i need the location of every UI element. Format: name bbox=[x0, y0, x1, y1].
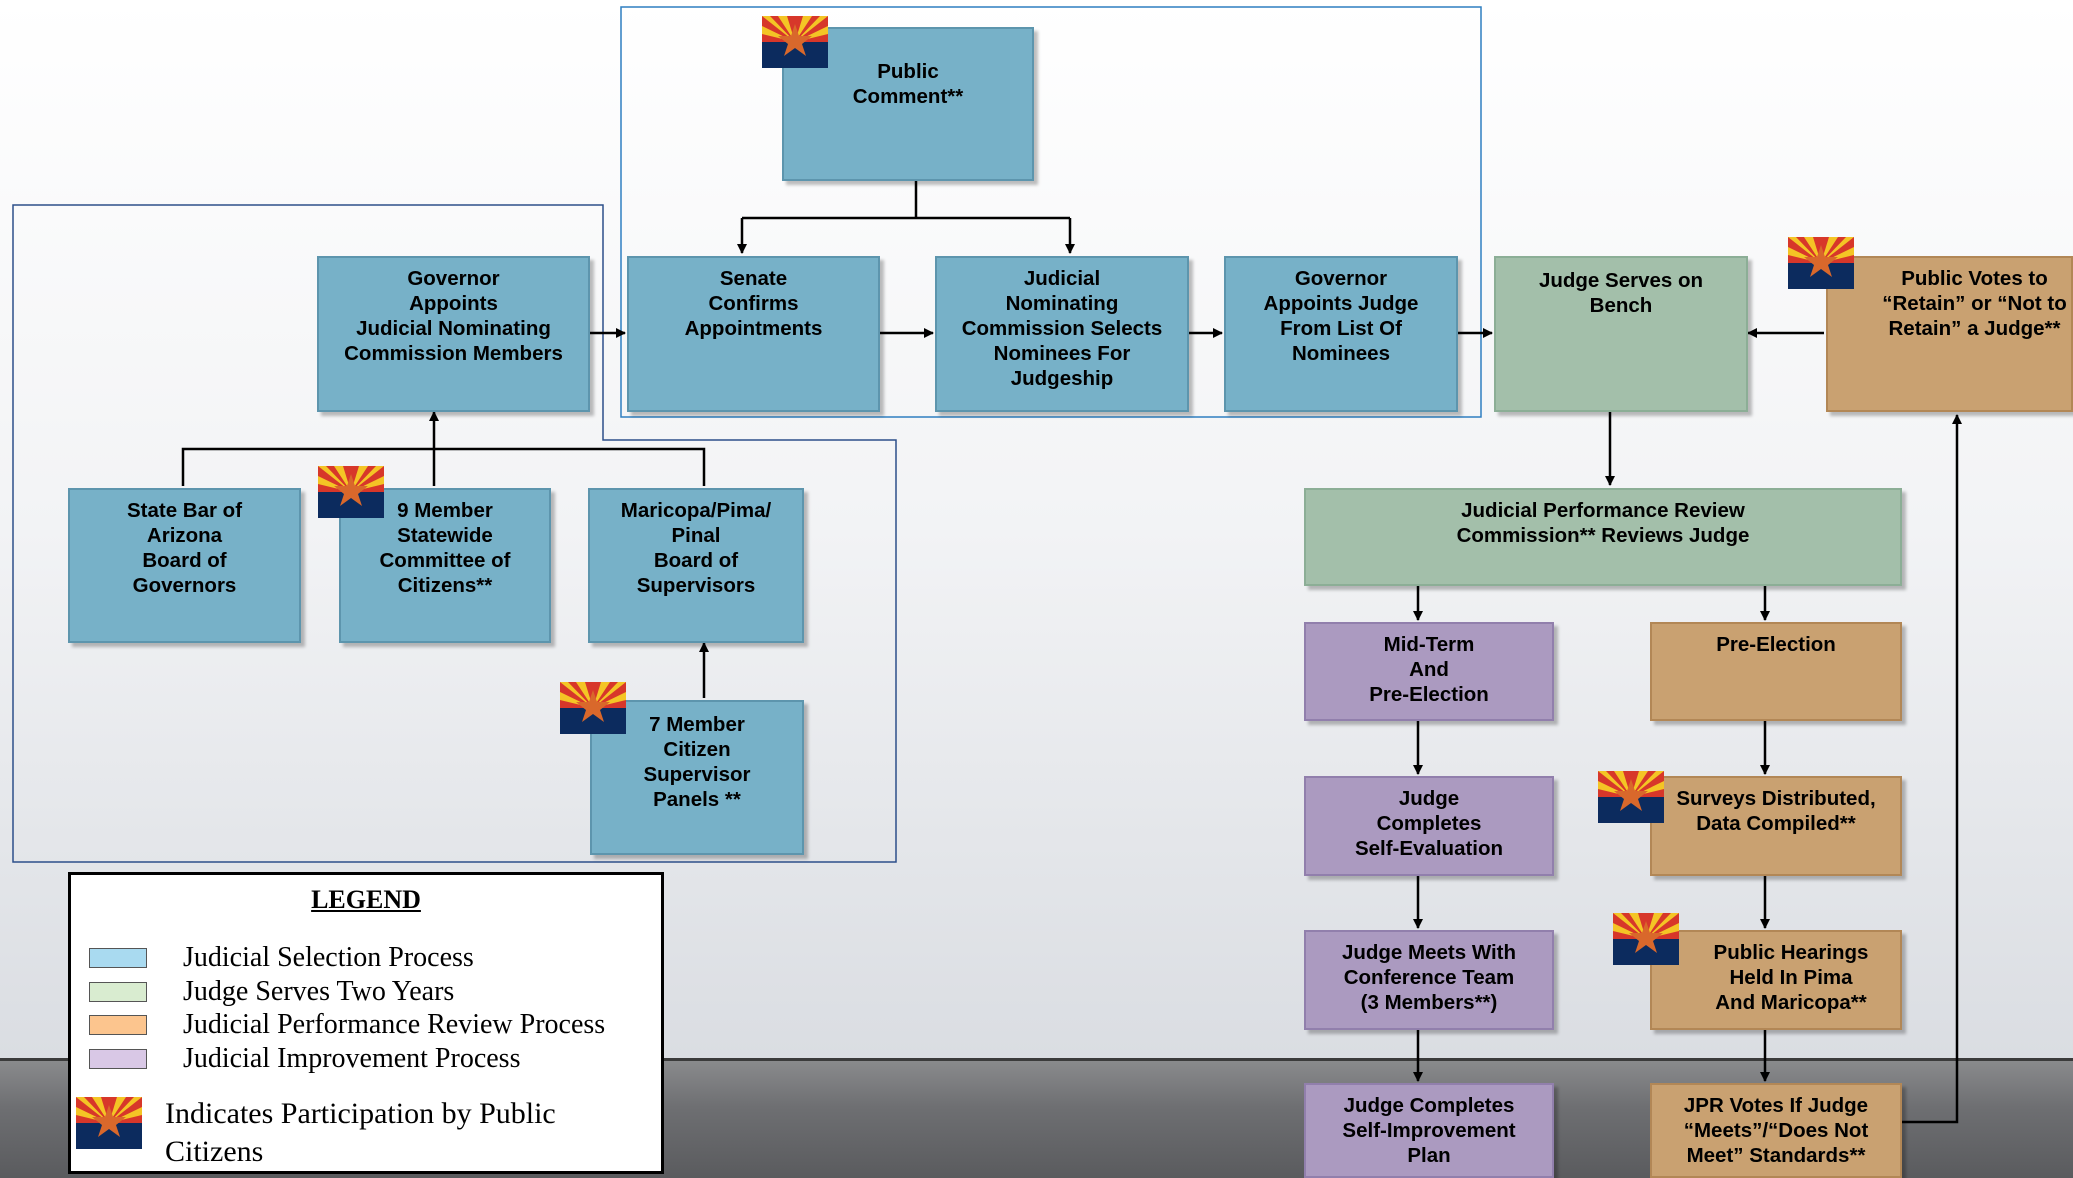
arizona-flag-icon bbox=[1613, 913, 1679, 965]
legend-swatch-selection bbox=[89, 948, 147, 968]
arrow-jprvotes-to-publicvote bbox=[1902, 414, 1962, 1124]
judge-serves-box: Judge Serves on Bench bbox=[1494, 256, 1748, 412]
arizona-flag-icon bbox=[560, 682, 626, 734]
surveys-box: Surveys Distributed, Data Compiled** bbox=[1650, 776, 1902, 876]
floor-divider bbox=[0, 1058, 2073, 1061]
legend-item-review: Judicial Performance Review Process bbox=[89, 1010, 605, 1040]
legend-item-label: Judicial Performance Review Process bbox=[183, 1009, 606, 1040]
self-evaluation-box: Judge Completes Self-Evaluation bbox=[1304, 776, 1554, 876]
legend-title: LEGEND bbox=[311, 885, 421, 914]
jpr-votes-box: JPR Votes If Judge “Meets”/“Does Not Mee… bbox=[1650, 1083, 1902, 1178]
public-hearings-box: Public Hearings Held In Pima And Maricop… bbox=[1650, 930, 1902, 1030]
arizona-flag-icon bbox=[1598, 771, 1664, 823]
arizona-flag-icon bbox=[762, 16, 828, 68]
jnc-selects-nominees-box: Judicial Nominating Commission Selects N… bbox=[935, 256, 1189, 412]
arizona-flag-icon bbox=[1788, 237, 1854, 289]
self-improvement-box: Judge Completes Self-Improvement Plan bbox=[1304, 1083, 1554, 1178]
legend-item-label: Judicial Improvement Process bbox=[183, 1043, 521, 1074]
conference-team-box: Judge Meets With Conference Team (3 Memb… bbox=[1304, 930, 1554, 1030]
governor-appoints-judge-box: Governor Appoints Judge From List Of Nom… bbox=[1224, 256, 1458, 412]
mid-term-box: Mid-Term And Pre-Election bbox=[1304, 622, 1554, 721]
feeder-bar bbox=[181, 447, 706, 486]
governor-appoints-jnc-box: Governor Appoints Judicial Nominating Co… bbox=[317, 256, 590, 412]
county-boards-box: Maricopa/Pima/ Pinal Board of Supervisor… bbox=[588, 488, 804, 643]
legend-item-label: Judge Serves Two Years bbox=[183, 976, 455, 1007]
comment-split-line bbox=[742, 181, 1070, 220]
legend-item-selection: Judicial Selection Process bbox=[89, 943, 474, 973]
nine-member-committee-box: 9 Member Statewide Committee of Citizens… bbox=[339, 488, 551, 643]
legend-item-label: Judicial Selection Process bbox=[183, 942, 474, 973]
legend-item-serves: Judge Serves Two Years bbox=[89, 977, 454, 1007]
state-bar-box: State Bar of Arizona Board of Governors bbox=[68, 488, 301, 643]
jpr-commission-box: Judicial Performance Review Commission**… bbox=[1304, 488, 1902, 586]
legend-swatch-improvement bbox=[89, 1049, 147, 1069]
public-votes-box: Public Votes to “Retain” or “Not to Reta… bbox=[1826, 256, 2073, 412]
arizona-flag-icon bbox=[318, 466, 384, 518]
arizona-flag-icon bbox=[76, 1097, 142, 1149]
legend-flag-note: Indicates Participation by Public Citize… bbox=[165, 1097, 556, 1168]
legend-swatch-serves bbox=[89, 982, 147, 1002]
nominating-group-frame bbox=[12, 204, 897, 863]
legend-swatch-review bbox=[89, 1015, 147, 1035]
senate-group-frame bbox=[620, 6, 1482, 418]
pre-election-box: Pre-Election bbox=[1650, 622, 1902, 721]
senate-confirms-box: Senate Confirms Appointments bbox=[627, 256, 880, 412]
legend-item-improvement: Judicial Improvement Process bbox=[89, 1044, 520, 1074]
legend: LEGEND Judicial Selection Process Judge … bbox=[68, 872, 664, 1174]
